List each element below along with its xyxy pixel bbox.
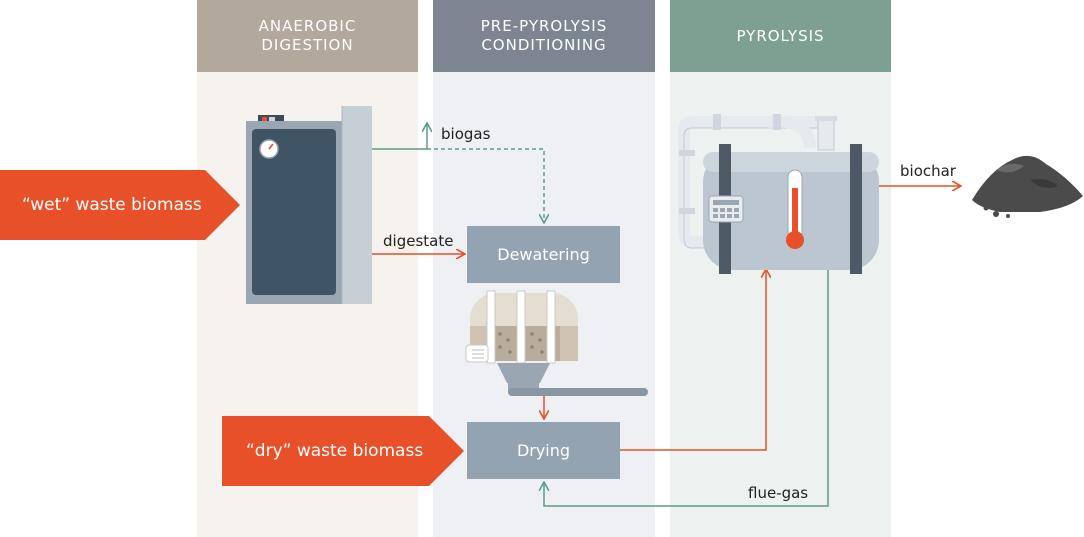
column-title-line2: CONDITIONING xyxy=(481,36,607,54)
dry-waste-biomass-input: “dry” waste biomass xyxy=(222,416,464,486)
pyrolysis-reactor-icon xyxy=(678,114,879,274)
column-header: ANAEROBIC DIGESTION xyxy=(197,0,418,72)
wet-waste-biomass-label: “wet” waste biomass xyxy=(22,195,202,215)
column-title-line1: PRE-PYROLYSIS xyxy=(480,17,608,35)
wet-waste-biomass-input: “wet” waste biomass xyxy=(0,170,240,240)
digester-icon xyxy=(246,106,372,304)
flue-gas-label: flue-gas xyxy=(748,484,809,502)
dewatering-label: Dewatering xyxy=(497,245,590,264)
column-header: PRE-PYROLYSIS CONDITIONING xyxy=(433,0,655,72)
flue-gas-flow xyxy=(544,270,829,507)
column-title-line1: ANAEROBIC xyxy=(258,17,357,35)
drying-process-box: Drying xyxy=(467,422,620,479)
digestate-label: digestate xyxy=(383,232,454,250)
dry-waste-biomass-label: “dry” waste biomass xyxy=(246,441,424,461)
dewatering-machine-icon xyxy=(465,290,648,396)
dewatering-process-box: Dewatering xyxy=(467,226,620,283)
column-title-line2: DIGESTION xyxy=(261,36,354,54)
drying-label: Drying xyxy=(516,441,571,460)
biogas-label: biogas xyxy=(441,125,491,143)
biochar-label: biochar xyxy=(900,162,956,180)
biochar-pile-icon xyxy=(972,155,1083,218)
column-title-line1: PYROLYSIS xyxy=(736,26,825,45)
biogas-flow xyxy=(372,124,544,222)
column-header: PYROLYSIS xyxy=(670,0,891,72)
drying-to-pyrolysis-flow xyxy=(620,270,766,451)
